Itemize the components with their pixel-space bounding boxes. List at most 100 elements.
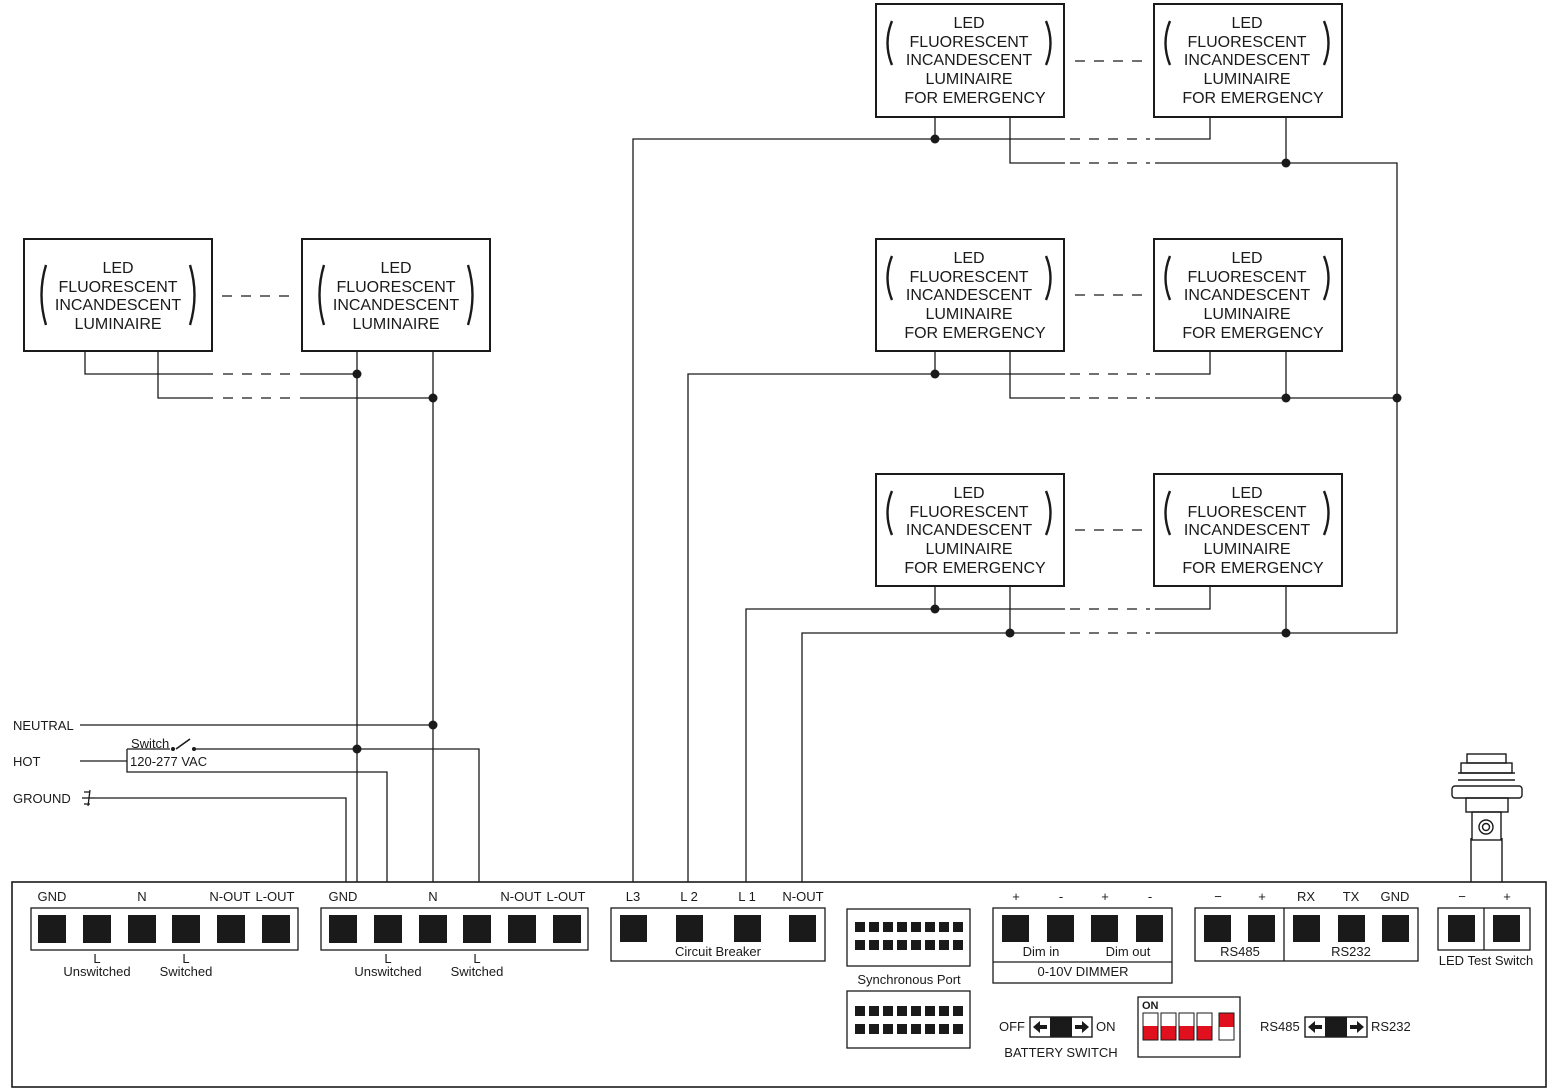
em-r3-1-line2: FLUORESCENT — [909, 504, 1028, 521]
dimmer-block — [992, 907, 1173, 984]
em-r1-1-line4: LUMINAIRE — [925, 71, 1012, 88]
breaker-caption: Circuit Breaker — [675, 944, 762, 959]
lum-2-line2: FLUORESCENT — [336, 279, 455, 296]
em-r2-1-line5: FOR EMERGENCY — [904, 325, 1046, 342]
em-r3-2-line3: INCANDESCENT — [1184, 522, 1310, 539]
em-r2-1-line4: LUMINAIRE — [925, 306, 1012, 323]
em-r2-1-line2: FLUORESCENT — [909, 269, 1028, 286]
junction-dots — [171, 134, 1402, 754]
comm-left-label: RS485 — [1260, 1019, 1300, 1034]
luminaire-emergency-r1-2 — [1153, 3, 1343, 118]
rs232-rx: RX — [1297, 889, 1315, 904]
block-a-n: N — [137, 889, 146, 904]
battery-on-label: ON — [1096, 1019, 1116, 1034]
block-b-nout: N-OUT — [500, 889, 541, 904]
luminaire-emergency-r1-1 — [875, 3, 1065, 118]
sync-port-caption: Synchronous Port — [857, 972, 961, 987]
dimmer-pol-4: - — [1148, 889, 1152, 904]
mains-wiring — [80, 724, 480, 882]
dimmer-pol-3: + — [1101, 889, 1109, 904]
dimmer-dim-out: Dim out — [1106, 944, 1151, 959]
lum-2-line3: INCANDESCENT — [333, 297, 459, 314]
rs232-tx: TX — [1343, 889, 1360, 904]
em-r1-2-line4: LUMINAIRE — [1203, 71, 1290, 88]
block-b-gnd: GND — [329, 889, 358, 904]
em-r1-2-line2: FLUORESCENT — [1187, 34, 1306, 51]
luminaire-emergency-r3-1 — [875, 473, 1065, 587]
breaker-l2: L 2 — [680, 889, 698, 904]
block-b-unswitched: Unswitched — [354, 964, 421, 979]
em-r1-2-line1: LED — [1231, 15, 1262, 32]
circuit-breaker-block — [610, 907, 826, 962]
em-r1-2-line3: INCANDESCENT — [1184, 52, 1310, 69]
block-a-unswitched: Unswitched — [63, 964, 130, 979]
em-r1-2-line5: FOR EMERGENCY — [1182, 90, 1324, 107]
ground-label: GROUND — [13, 791, 71, 806]
right-wiring — [632, 117, 1398, 882]
block-b-switched: Switched — [451, 964, 504, 979]
em-r2-2-line2: FLUORESCENT — [1187, 269, 1306, 286]
voltage-label: 120-277 VAC — [130, 754, 207, 769]
breaker-nout: N-OUT — [782, 889, 823, 904]
luminaire-emergency-r3-2 — [1153, 473, 1343, 587]
dimmer-caption: 0-10V DIMMER — [1037, 964, 1128, 979]
test-minus: − — [1458, 889, 1466, 904]
breaker-l1: L 1 — [738, 889, 756, 904]
comm-right-label: RS232 — [1371, 1019, 1411, 1034]
dimmer-pol-2: - — [1059, 889, 1063, 904]
dimmer-dim-in: Dim in — [1023, 944, 1060, 959]
em-r2-2-line1: LED — [1231, 250, 1262, 267]
sync-port-pins — [855, 922, 963, 1034]
em-r3-1-line5: FOR EMERGENCY — [904, 560, 1046, 577]
em-r2-1-line3: INCANDESCENT — [906, 287, 1032, 304]
em-r2-2-line5: FOR EMERGENCY — [1182, 325, 1324, 342]
terminals-dimmer — [1002, 915, 1163, 942]
rs485-caption: RS485 — [1220, 944, 1260, 959]
rs232-caption: RS232 — [1331, 944, 1371, 959]
dip-on-label: ON — [1142, 1000, 1159, 1012]
battery-switch-knob[interactable] — [1033, 1017, 1089, 1037]
em-r3-2-line2: FLUORESCENT — [1187, 504, 1306, 521]
battery-off-label: OFF — [999, 1019, 1025, 1034]
terminals-a — [38, 915, 290, 943]
em-r3-1-line1: LED — [953, 485, 984, 502]
block-a-lout: L-OUT — [256, 889, 295, 904]
em-r3-1-line3: INCANDESCENT — [906, 522, 1032, 539]
battery-switch-caption: BATTERY SWITCH — [1004, 1045, 1117, 1060]
test-switch-device-icon — [1451, 753, 1523, 882]
luminaire-emergency-r2-1 — [875, 238, 1065, 352]
dip-switch-housing — [1137, 996, 1241, 1058]
lum-1-line1: LED — [102, 260, 133, 277]
block-b-l-unswitched: L — [384, 951, 391, 966]
terminal-block-b — [320, 907, 589, 951]
em-r2-2-line3: INCANDESCENT — [1184, 287, 1310, 304]
switch-label: Switch — [131, 736, 169, 751]
breaker-l3: L3 — [626, 889, 640, 904]
test-switch-block — [1437, 907, 1531, 951]
em-r3-2-line4: LUMINAIRE — [1203, 541, 1290, 558]
em-r3-2-line5: FOR EMERGENCY — [1182, 560, 1324, 577]
neutral-label: NEUTRAL — [13, 718, 74, 733]
luminaire-normal-2 — [301, 238, 491, 352]
dip-switch[interactable] — [1142, 1012, 1235, 1041]
test-caption: LED Test Switch — [1439, 953, 1533, 968]
rs485-plus: + — [1258, 889, 1266, 904]
lum-1-line4: LUMINAIRE — [74, 316, 161, 333]
block-a-switched: Switched — [160, 964, 213, 979]
terminals-rs — [1204, 915, 1409, 942]
sync-port-bottom — [846, 990, 971, 1049]
terminal-block-a — [30, 907, 299, 951]
em-r3-1-line4: LUMINAIRE — [925, 541, 1012, 558]
lum-1-line3: INCANDESCENT — [55, 297, 181, 314]
rs232-gnd: GND — [1381, 889, 1410, 904]
comm-switch-knob[interactable] — [1308, 1017, 1364, 1037]
terminals-test — [1448, 915, 1520, 942]
block-b-lout: L-OUT — [547, 889, 586, 904]
lum-2-line1: LED — [380, 260, 411, 277]
controller-board — [11, 881, 1547, 1088]
box-dash-links — [222, 60, 1145, 531]
test-plus: + — [1503, 889, 1511, 904]
dimmer-pol-1: + — [1012, 889, 1020, 904]
em-r1-1-line2: FLUORESCENT — [909, 34, 1028, 51]
